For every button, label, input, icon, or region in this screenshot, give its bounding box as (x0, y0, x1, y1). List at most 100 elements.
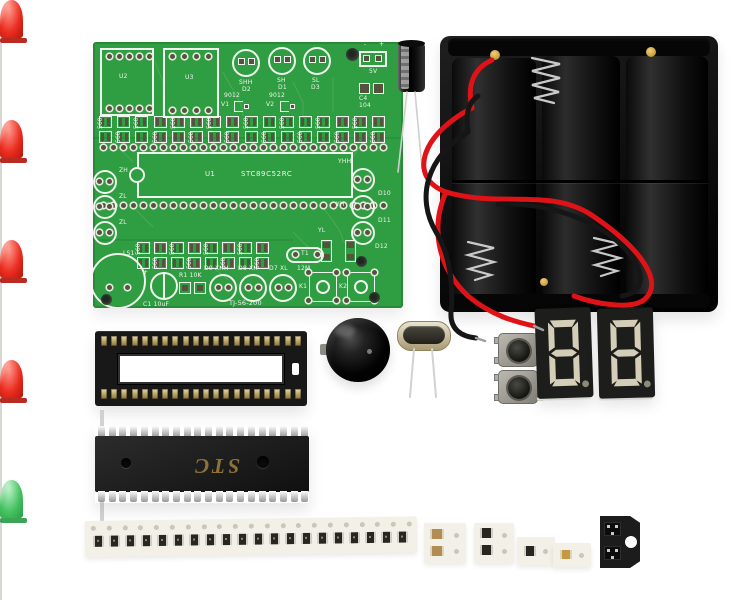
smd-resistor (108, 535, 121, 547)
socket-contact (162, 336, 169, 346)
through-hole (231, 145, 236, 150)
decor (355, 204, 360, 209)
decor (209, 274, 237, 302)
chip-pin (183, 426, 191, 437)
chip-pin (140, 491, 148, 502)
tape-sprocket-hole (280, 523, 286, 529)
decor (354, 280, 368, 294)
smd-pad (143, 133, 147, 141)
decor (292, 81, 304, 116)
chip-pin (151, 426, 159, 437)
mcu-part-number: STC89C52RC (241, 170, 293, 178)
smd-resistor (204, 534, 217, 546)
u3-footprint (163, 48, 219, 118)
socket-contact (152, 336, 158, 346)
smd-pad (246, 133, 250, 141)
decor (635, 354, 642, 384)
through-hole (351, 145, 356, 150)
smd-pad (210, 118, 214, 126)
through-hole (301, 145, 306, 150)
through-hole (201, 203, 206, 208)
chip-dimple (257, 456, 269, 468)
socket-pin-tip (100, 512, 104, 518)
smd-pad (374, 118, 377, 126)
decor: U1 (205, 170, 215, 178)
through-hole (291, 203, 296, 208)
smd-footprint (281, 131, 294, 143)
smd-pad (230, 244, 233, 252)
chip-pin (269, 426, 277, 437)
chip-pin (98, 426, 105, 437)
decor: YH (336, 201, 345, 208)
socket-pin-tip (100, 500, 104, 506)
decor (543, 549, 548, 554)
smd-pad (252, 118, 256, 126)
socket-contact (192, 389, 199, 399)
chip-pin (215, 426, 223, 437)
decor: D3 (311, 84, 320, 91)
smd-footprint (335, 116, 349, 128)
decor (132, 206, 154, 228)
smd-pad (196, 244, 199, 252)
smd-footprint (317, 131, 331, 143)
through-hole (341, 203, 346, 208)
smd-pad (198, 118, 201, 126)
smd-pad (247, 244, 250, 252)
decor (154, 61, 164, 117)
through-hole (241, 145, 246, 150)
decor (430, 529, 444, 539)
decor (355, 177, 360, 182)
decor (274, 56, 281, 63)
u1-notch (129, 167, 145, 183)
led-green-1 (0, 480, 27, 600)
smd-pad (224, 244, 227, 252)
decor (480, 545, 493, 555)
resistor-mark (256, 537, 260, 540)
smd-pad (307, 118, 311, 126)
smd-pad (270, 118, 274, 126)
led-flange (0, 398, 27, 403)
through-hole (241, 203, 246, 208)
smd-footprint (262, 116, 276, 128)
through-hole (141, 145, 146, 150)
smd-pad (343, 118, 347, 126)
chip-pin (279, 426, 287, 437)
resistor-mark (336, 536, 340, 539)
tape-sprocket-hole (90, 525, 96, 531)
chip-pin (108, 491, 116, 502)
tape-sprocket-hole (625, 536, 637, 548)
crystal-footprint (286, 247, 324, 263)
crystal-oscillator (397, 321, 451, 351)
decor (344, 298, 349, 303)
smd-pad (156, 244, 159, 252)
socket-notch (292, 363, 299, 375)
smd-footprint (299, 116, 313, 128)
smd-pad (145, 259, 148, 267)
smd-footprint (135, 116, 149, 128)
ic-pad (147, 106, 152, 111)
tactile-button-1 (494, 333, 543, 367)
decor: 9012 (224, 92, 241, 99)
decor (286, 285, 291, 290)
smd-pad (216, 118, 220, 126)
chip-pin (130, 426, 138, 437)
decor (125, 285, 130, 290)
smd-pad (196, 259, 199, 267)
socket-pin-tip (100, 422, 104, 428)
socket-contact (213, 336, 220, 346)
smd-footprint (256, 257, 269, 269)
decor (547, 322, 555, 352)
smd-tape-piece-c (517, 537, 555, 565)
smd-tape-piece-a (424, 523, 466, 563)
smd-footprint (190, 116, 203, 128)
through-hole (171, 145, 176, 150)
decor: T1 (301, 250, 309, 257)
ic-pad (206, 54, 211, 59)
decor (309, 56, 316, 63)
through-hole (121, 145, 126, 150)
u2-footprint (100, 48, 154, 116)
smd-pad (119, 133, 123, 141)
decor (347, 242, 354, 248)
smd-pad (241, 259, 244, 267)
